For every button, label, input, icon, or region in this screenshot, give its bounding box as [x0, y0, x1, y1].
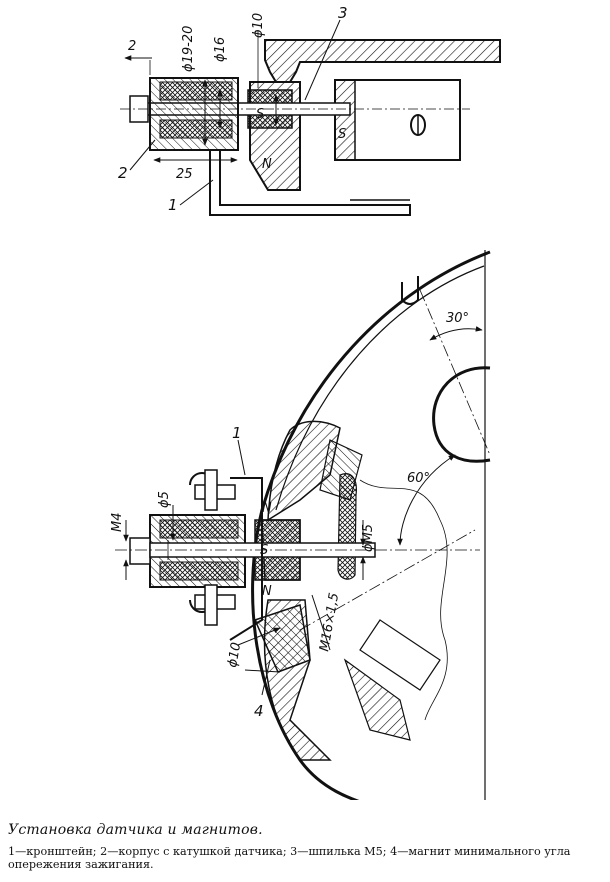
housing-flange: [264, 39, 501, 83]
caption-title: Установка датчика и магнитов.: [8, 822, 263, 838]
bracket-screws: [189, 469, 236, 626]
bottom-view: M4 ϕ5 ϕM5 ϕ10 M16×1,5 30° 60° 1 4 N S N: [110, 250, 491, 800]
label-pole-n-top: N: [262, 157, 272, 172]
label-pole-s-inner: S: [338, 127, 346, 142]
dim-d10-top: ϕ10: [251, 13, 266, 38]
label-part-2-top: 2: [118, 164, 128, 182]
rotor-outer-arc: [251, 250, 491, 800]
coil-bottom: [159, 119, 233, 139]
top-view: 2 ϕ19-20 ϕ16 ϕ10 25 3 2 1 S N S: [118, 4, 501, 216]
label-part-3-top: 3: [338, 4, 348, 22]
coil-top: [159, 81, 233, 101]
dim-angle-30: 30°: [446, 311, 469, 326]
label-part-1-bottom: 1: [232, 424, 242, 442]
dim-d19-20: ϕ19-20: [181, 26, 196, 72]
dim-d10-bottom: ϕ10: [225, 641, 244, 668]
dim-gap-2: 2: [128, 39, 136, 54]
technical-drawing: 2 ϕ19-20 ϕ16 ϕ10 25 3 2 1 S N S: [110, 4, 501, 800]
dim-m4: M4: [110, 513, 125, 533]
rotor-section-hatched: [267, 420, 341, 522]
label-pole-s-top: S: [256, 107, 264, 122]
dim-d5: ϕ5: [157, 491, 172, 508]
dim-dm5: ϕM5: [361, 524, 376, 552]
bracket: [209, 149, 411, 216]
rotor-hub-hatched: [334, 79, 356, 161]
rotor-window: [432, 366, 491, 463]
label-pole-n-lower: N: [262, 584, 272, 599]
dim-angle-60: 60°: [407, 471, 430, 486]
magnet-4: [253, 604, 311, 673]
label-part-4-bottom: 4: [254, 702, 264, 720]
caption-legend: 1—кронштейн; 2—корпус с катушкой датчика…: [8, 845, 571, 871]
dim-d16: ϕ16: [213, 37, 228, 62]
dim-len-25: 25: [176, 167, 193, 182]
label-pole-s-bottom: S: [260, 543, 268, 558]
label-pole-n-upper: N: [262, 501, 272, 516]
label-part-1-top: 1: [168, 196, 178, 214]
rotor-notch: [401, 276, 419, 305]
